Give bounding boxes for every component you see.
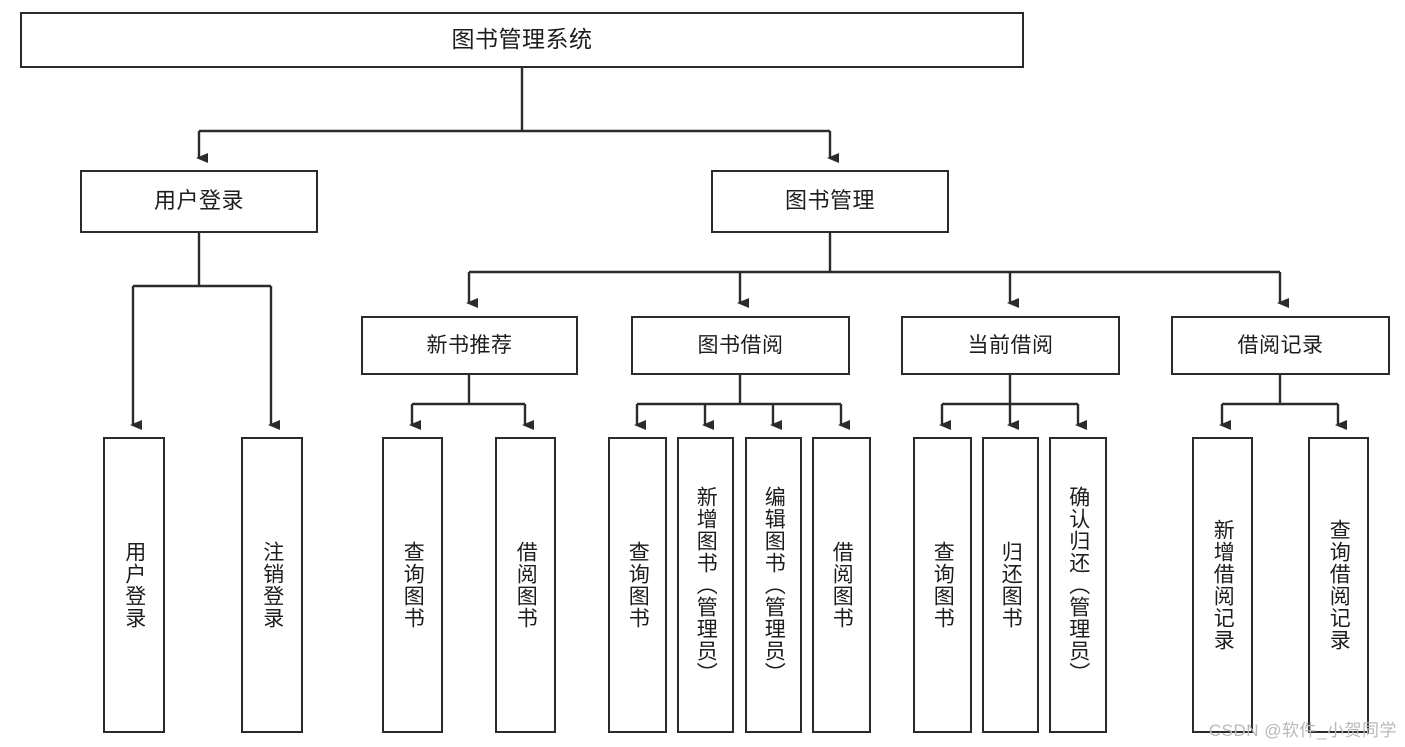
node-leaf-borrow-book-2[interactable]: 借阅图书: [812, 437, 871, 733]
node-borrow-record[interactable]: 借阅记录: [1171, 316, 1390, 375]
node-leaf-user-login[interactable]: 用户登录: [103, 437, 165, 733]
node-leaf-query-book-2-label: 查询图书: [626, 541, 650, 629]
node-leaf-borrow-book-1[interactable]: 借阅图书: [495, 437, 556, 733]
node-leaf-add-book[interactable]: 新增图书（管理员）: [677, 437, 734, 733]
node-book-manage[interactable]: 图书管理: [711, 170, 949, 233]
node-leaf-return-book-label: 归还图书: [999, 541, 1023, 629]
node-leaf-add-record-label: 新增借阅记录: [1211, 519, 1235, 651]
node-user-login[interactable]: 用户登录: [80, 170, 318, 233]
node-book-borrow-label: 图书借阅: [697, 333, 784, 357]
node-leaf-logout[interactable]: 注销登录: [241, 437, 303, 733]
node-leaf-query-book-1[interactable]: 查询图书: [382, 437, 443, 733]
node-root[interactable]: 图书管理系统: [20, 12, 1024, 68]
node-leaf-query-book-2[interactable]: 查询图书: [608, 437, 667, 733]
node-leaf-query-book-3[interactable]: 查询图书: [913, 437, 972, 733]
node-leaf-query-book-3-label: 查询图书: [931, 541, 955, 629]
node-new-book-rec[interactable]: 新书推荐: [361, 316, 578, 375]
node-book-borrow[interactable]: 图书借阅: [631, 316, 850, 375]
node-user-login-label: 用户登录: [153, 188, 244, 214]
node-leaf-borrow-book-2-label: 借阅图书: [830, 541, 854, 629]
node-leaf-logout-label: 注销登录: [260, 541, 284, 629]
node-leaf-edit-book-label: 编辑图书（管理员）: [762, 486, 786, 684]
node-leaf-return-book[interactable]: 归还图书: [982, 437, 1039, 733]
node-current-borrow[interactable]: 当前借阅: [901, 316, 1120, 375]
node-leaf-borrow-book-1-label: 借阅图书: [514, 541, 538, 629]
node-leaf-add-record[interactable]: 新增借阅记录: [1192, 437, 1253, 733]
node-root-label: 图书管理系统: [451, 26, 593, 53]
node-book-manage-label: 图书管理: [784, 188, 875, 214]
node-leaf-confirm-return-label: 确认归还（管理员）: [1066, 486, 1090, 684]
node-leaf-confirm-return[interactable]: 确认归还（管理员）: [1049, 437, 1107, 733]
node-leaf-query-record-label: 查询借阅记录: [1327, 519, 1351, 651]
node-leaf-add-book-label: 新增图书（管理员）: [694, 486, 718, 684]
node-leaf-user-login-label: 用户登录: [122, 541, 146, 629]
node-new-book-rec-label: 新书推荐: [426, 333, 513, 357]
watermark: CSDN @软件_小贺同学: [1208, 721, 1397, 740]
node-leaf-query-record[interactable]: 查询借阅记录: [1308, 437, 1369, 733]
node-borrow-record-label: 借阅记录: [1237, 333, 1324, 357]
node-leaf-edit-book[interactable]: 编辑图书（管理员）: [745, 437, 802, 733]
node-leaf-query-book-1-label: 查询图书: [401, 541, 425, 629]
node-current-borrow-label: 当前借阅: [967, 333, 1054, 357]
